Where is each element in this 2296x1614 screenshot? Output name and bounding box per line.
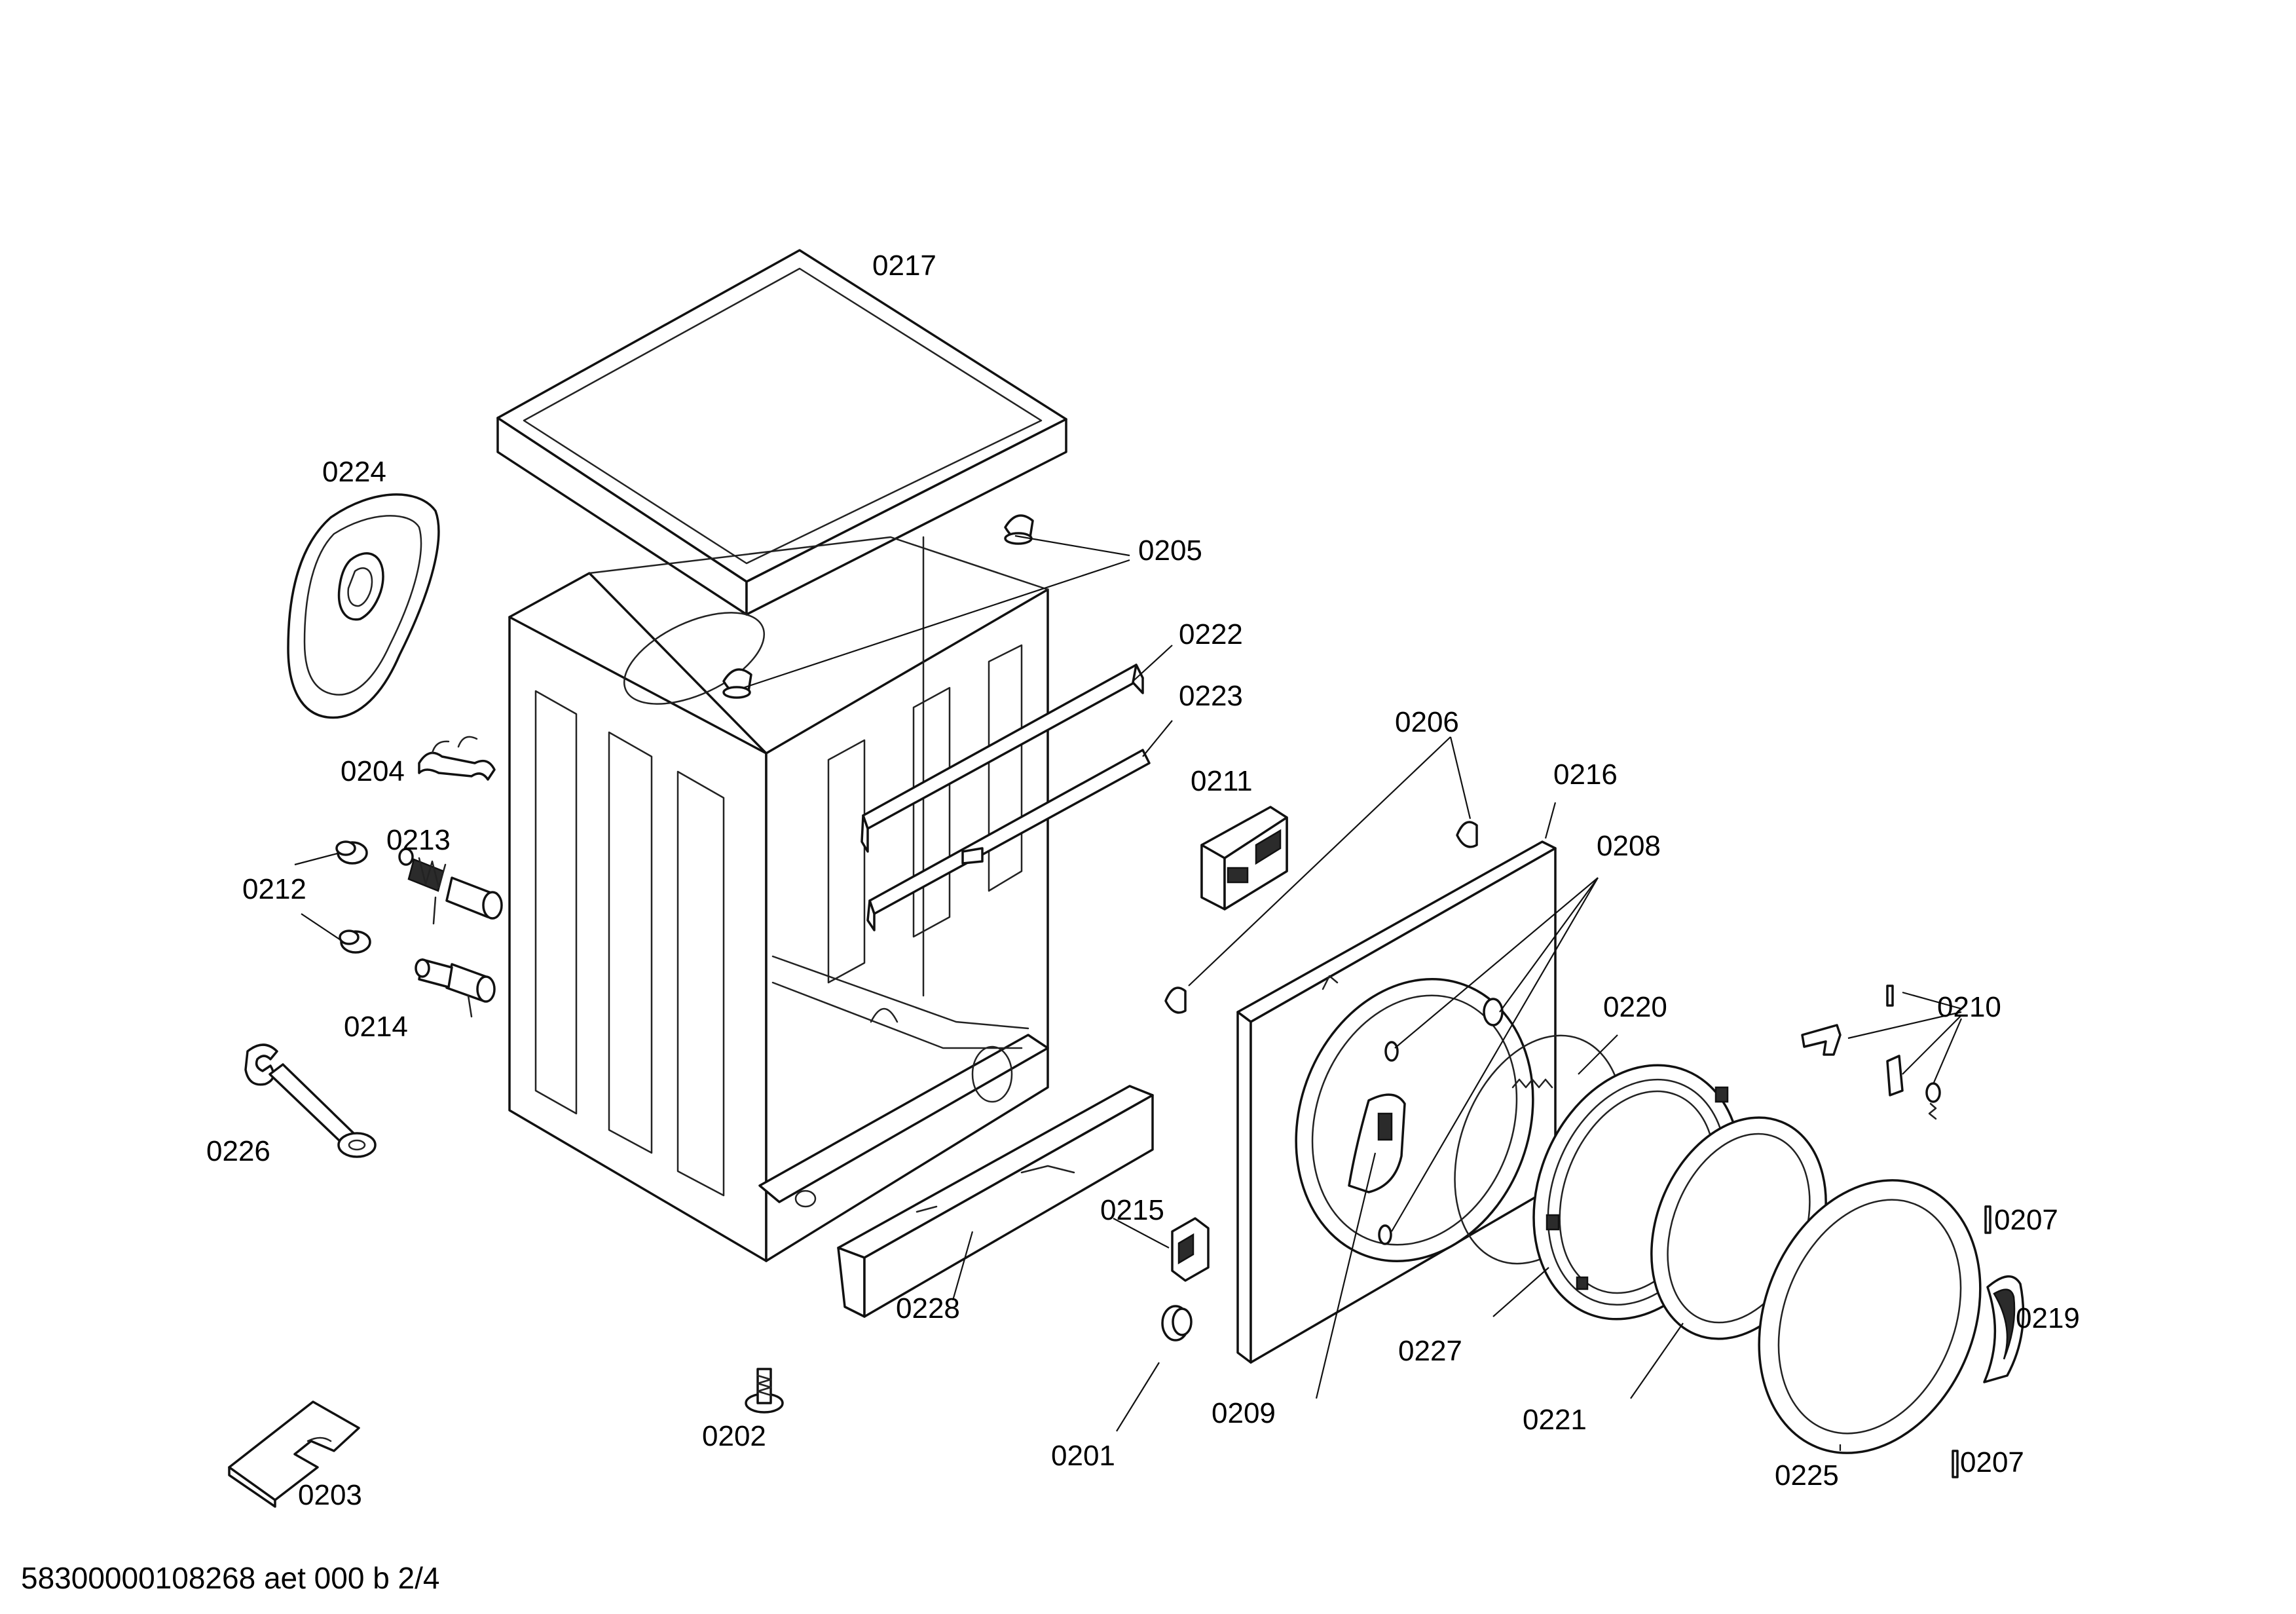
label-0209: 0209 [1212, 1397, 1276, 1429]
lever-0210 [1801, 985, 1941, 1120]
document-id: 58300000108268 aet 000 b 2/4 [21, 1561, 440, 1595]
label-0202: 0202 [702, 1420, 766, 1452]
label-0213: 0213 [386, 824, 451, 856]
shock-absorber-0214 [415, 958, 496, 1018]
front-panel-0216 [1236, 840, 1557, 1364]
label-0227: 0227 [1398, 1335, 1462, 1367]
top-cover [496, 249, 1067, 616]
screw-0202 [745, 1368, 784, 1414]
wrench-0226 [244, 1043, 377, 1158]
handle-0219 [1983, 1275, 2025, 1383]
label-0205: 0205 [1138, 535, 1202, 567]
label-0206: 0206 [1395, 706, 1459, 738]
door-lock-0211 [1200, 806, 1288, 910]
label-0215: 0215 [1100, 1194, 1164, 1226]
label-0214: 0214 [344, 1011, 408, 1043]
clip-0206-lower [1164, 986, 1187, 1014]
label-0217: 0217 [872, 250, 936, 282]
label-0201: 0201 [1051, 1440, 1115, 1472]
clip-0204 [418, 736, 496, 781]
bushing-0201 [1161, 1305, 1193, 1342]
label-0223: 0223 [1179, 680, 1243, 712]
label-0212: 0212 [242, 873, 306, 905]
hinge-clip-0205-top [1004, 514, 1034, 545]
label-0203: 0203 [298, 1479, 362, 1511]
hinge-clip-0205-inner [722, 668, 752, 699]
mounting-plate-0203 [228, 1400, 360, 1508]
label-0207-upper: 0207 [1994, 1204, 2058, 1236]
label-0228: 0228 [896, 1292, 960, 1324]
rear-cover [287, 493, 440, 719]
label-0220: 0220 [1603, 991, 1667, 1023]
rail-0223 [866, 749, 1151, 931]
label-0225: 0225 [1775, 1459, 1839, 1492]
switch-0215 [1171, 1217, 1210, 1282]
clip-0206-upper [1456, 821, 1478, 848]
callout-labels: 0217 0224 0205 0222 0223 0206 0216 0208 … [206, 250, 2080, 1511]
label-0219: 0219 [2016, 1302, 2080, 1334]
cabinet-frame [508, 536, 1049, 1262]
plinth-0228 [837, 1085, 1154, 1318]
label-0224: 0224 [322, 456, 386, 488]
label-0226: 0226 [206, 1135, 270, 1167]
foot-0212-top [335, 840, 368, 865]
label-0208: 0208 [1597, 830, 1661, 862]
foot-0212-bottom [339, 929, 371, 954]
label-0211: 0211 [1191, 765, 1253, 797]
label-0210: 0210 [1937, 991, 2001, 1023]
pin-0207-upper [1984, 1205, 1991, 1234]
label-0222: 0222 [1179, 618, 1243, 650]
leader-lines [294, 535, 1963, 1451]
pin-0207-lower [1952, 1450, 1959, 1478]
shock-absorber-0213 [398, 848, 503, 925]
label-0216: 0216 [1553, 759, 1618, 791]
label-0221: 0221 [1523, 1404, 1587, 1436]
label-0204: 0204 [341, 755, 405, 787]
rail-0222 [861, 664, 1144, 853]
label-0207-lower: 0207 [1960, 1446, 2024, 1478]
outer-door-ring-0225 [1758, 1179, 1982, 1454]
spring-0220 [1511, 1078, 1553, 1089]
